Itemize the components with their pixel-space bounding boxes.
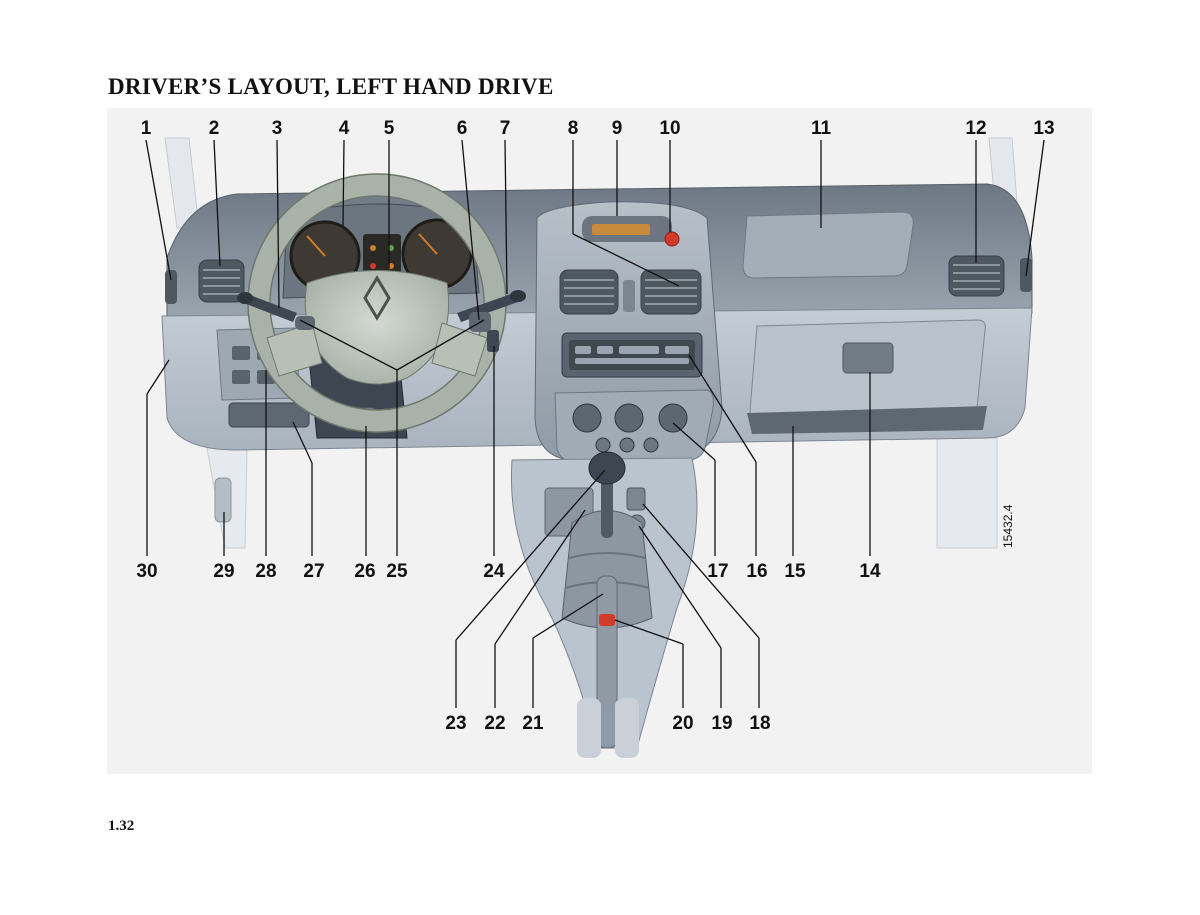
left-air-vent [198,259,245,303]
callout-15: 15 [784,561,806,582]
dashboard-drawing: 15432.4 [107,108,1092,774]
gear-lever-boot [561,510,653,629]
glovebox-handle [842,342,894,374]
callout-19: 19 [711,713,732,734]
callout-9: 9 [612,118,623,139]
warning-light-amber [370,245,376,251]
callout-14: 14 [859,561,881,582]
leader-30a [146,359,170,395]
steering-wheel-hub [304,270,450,385]
leader-25b [299,319,398,371]
left-storage-compartment [228,402,310,428]
cruise-control-stalk [487,330,499,352]
passenger-storage-tray [742,211,914,279]
leader-4 [342,139,345,227]
callout-7: 7 [500,118,511,139]
left-stalk-tip [237,292,253,304]
callout-3: 3 [272,118,283,139]
centre-vent-right [640,269,702,315]
renault-logo [363,275,391,321]
leader-1 [145,139,172,281]
dashboard-illustration: 15432.4 [107,108,1092,774]
console-switch-upper [626,487,646,511]
leader-16a [688,354,757,463]
heater-button-1 [595,437,611,453]
leader-22a [494,509,586,645]
leader-6 [461,139,480,321]
gear-lever-shaft [601,478,613,538]
dashboard-switch-1 [232,346,250,360]
callout-2: 2 [209,118,220,139]
hazard-warning-switch [664,231,680,247]
temperature-knob [572,403,602,433]
leader-13 [1025,139,1045,277]
callout-24: 24 [483,561,505,582]
leader-lines [145,139,1045,708]
left-stalk [241,293,297,322]
callout-27: 27 [303,561,324,582]
right-door-frame [936,437,998,549]
fan-speed-knob [614,403,644,433]
callout-23: 23 [445,713,466,734]
callout-26: 26 [354,561,375,582]
air-distribution-knob [658,403,688,433]
figure-reference: 15432.4 [1001,504,1015,548]
leader-17a [672,422,716,461]
speedometer-needle [418,233,438,255]
vent-thumbwheels [623,280,635,312]
dashboard-switch-3 [232,370,250,384]
callout-12: 12 [965,118,986,139]
callout-5: 5 [384,118,395,139]
callout-6: 6 [457,118,468,139]
seat-left-edge [577,698,601,758]
clock-display [592,224,650,235]
callout-25: 25 [386,561,408,582]
callout-18: 18 [749,713,770,734]
callout-11: 11 [811,118,832,139]
centre-vent-left [559,269,619,315]
leader-19a [638,525,722,649]
callout-16: 16 [746,561,767,582]
gear-lever-knob [588,451,626,485]
left-side-vent [165,270,177,304]
callout-28: 28 [255,561,276,582]
warning-light-red [370,263,376,269]
seat-right-edge [615,698,639,758]
callout-21: 21 [522,713,544,734]
tachometer-needle [306,235,326,257]
heater-button-3 [643,437,659,453]
leader-20a [614,619,684,645]
leader-25c [396,319,485,371]
handbrake-button [599,614,615,626]
callout-22: 22 [484,713,505,734]
right-stalk-tip [510,290,526,302]
leader-7 [504,139,508,295]
callout-13: 13 [1033,118,1054,139]
leader-21a [532,593,604,639]
callout-1: 1 [141,118,152,139]
leader-23a [455,469,606,641]
callout-10: 10 [659,118,680,139]
callout-4: 4 [339,118,350,139]
page-title: DRIVER’S LAYOUT, LEFT HAND DRIVE [108,74,554,99]
leader-18a [642,503,760,639]
leader-27a [292,421,313,464]
leader-8a [572,233,680,287]
callout-8: 8 [568,118,579,139]
radio-faceplate [569,340,695,370]
callout-29: 29 [213,561,234,582]
callout-20: 20 [672,713,693,734]
callout-30: 30 [136,561,157,582]
page-number: 1.32 [108,818,135,834]
heater-button-2 [619,437,635,453]
leader-3 [276,139,280,309]
door-handle [214,477,232,523]
steering-wheel-spoke-right [431,322,488,377]
lower-glovebox-tray [747,406,987,434]
leader-2 [213,139,221,267]
callout-17: 17 [707,561,728,582]
